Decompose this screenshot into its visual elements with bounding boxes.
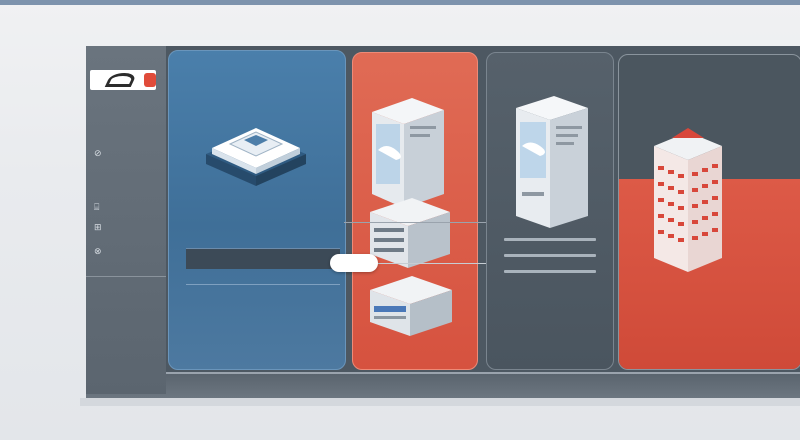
sidebar-divider — [86, 276, 166, 277]
link-icon[interactable]: ⊗ — [94, 246, 102, 256]
isometric-tile-icon — [206, 128, 306, 186]
bottom-scroll-bar[interactable] — [86, 372, 800, 400]
grid-icon[interactable]: ⊞ — [94, 222, 102, 232]
link-line-lower — [344, 263, 504, 264]
logo-mark-icon — [104, 73, 138, 87]
link-line-upper — [344, 222, 504, 223]
card-blue-band — [186, 248, 340, 269]
card-gray-caption-line — [504, 238, 596, 241]
user-icon[interactable]: ⌸ — [94, 202, 100, 212]
status-badge[interactable] — [330, 254, 378, 272]
card-gray-caption-line — [504, 254, 596, 257]
server-rack-icon — [516, 96, 588, 228]
sidebar: ⊘ ⌸ ⊞ ⊗ — [86, 46, 166, 394]
logo-badge-icon — [144, 73, 156, 87]
app-logo[interactable] — [90, 70, 156, 90]
card-blue[interactable] — [168, 50, 346, 370]
card-gray-caption-line — [504, 270, 596, 273]
tower-icon — [654, 128, 722, 272]
device-stack-icon — [370, 98, 452, 336]
window-top-accent — [0, 0, 800, 5]
card-blue-divider — [186, 284, 340, 285]
chart-icon[interactable]: ⊘ — [94, 148, 102, 158]
bottom-shadow — [80, 398, 800, 406]
